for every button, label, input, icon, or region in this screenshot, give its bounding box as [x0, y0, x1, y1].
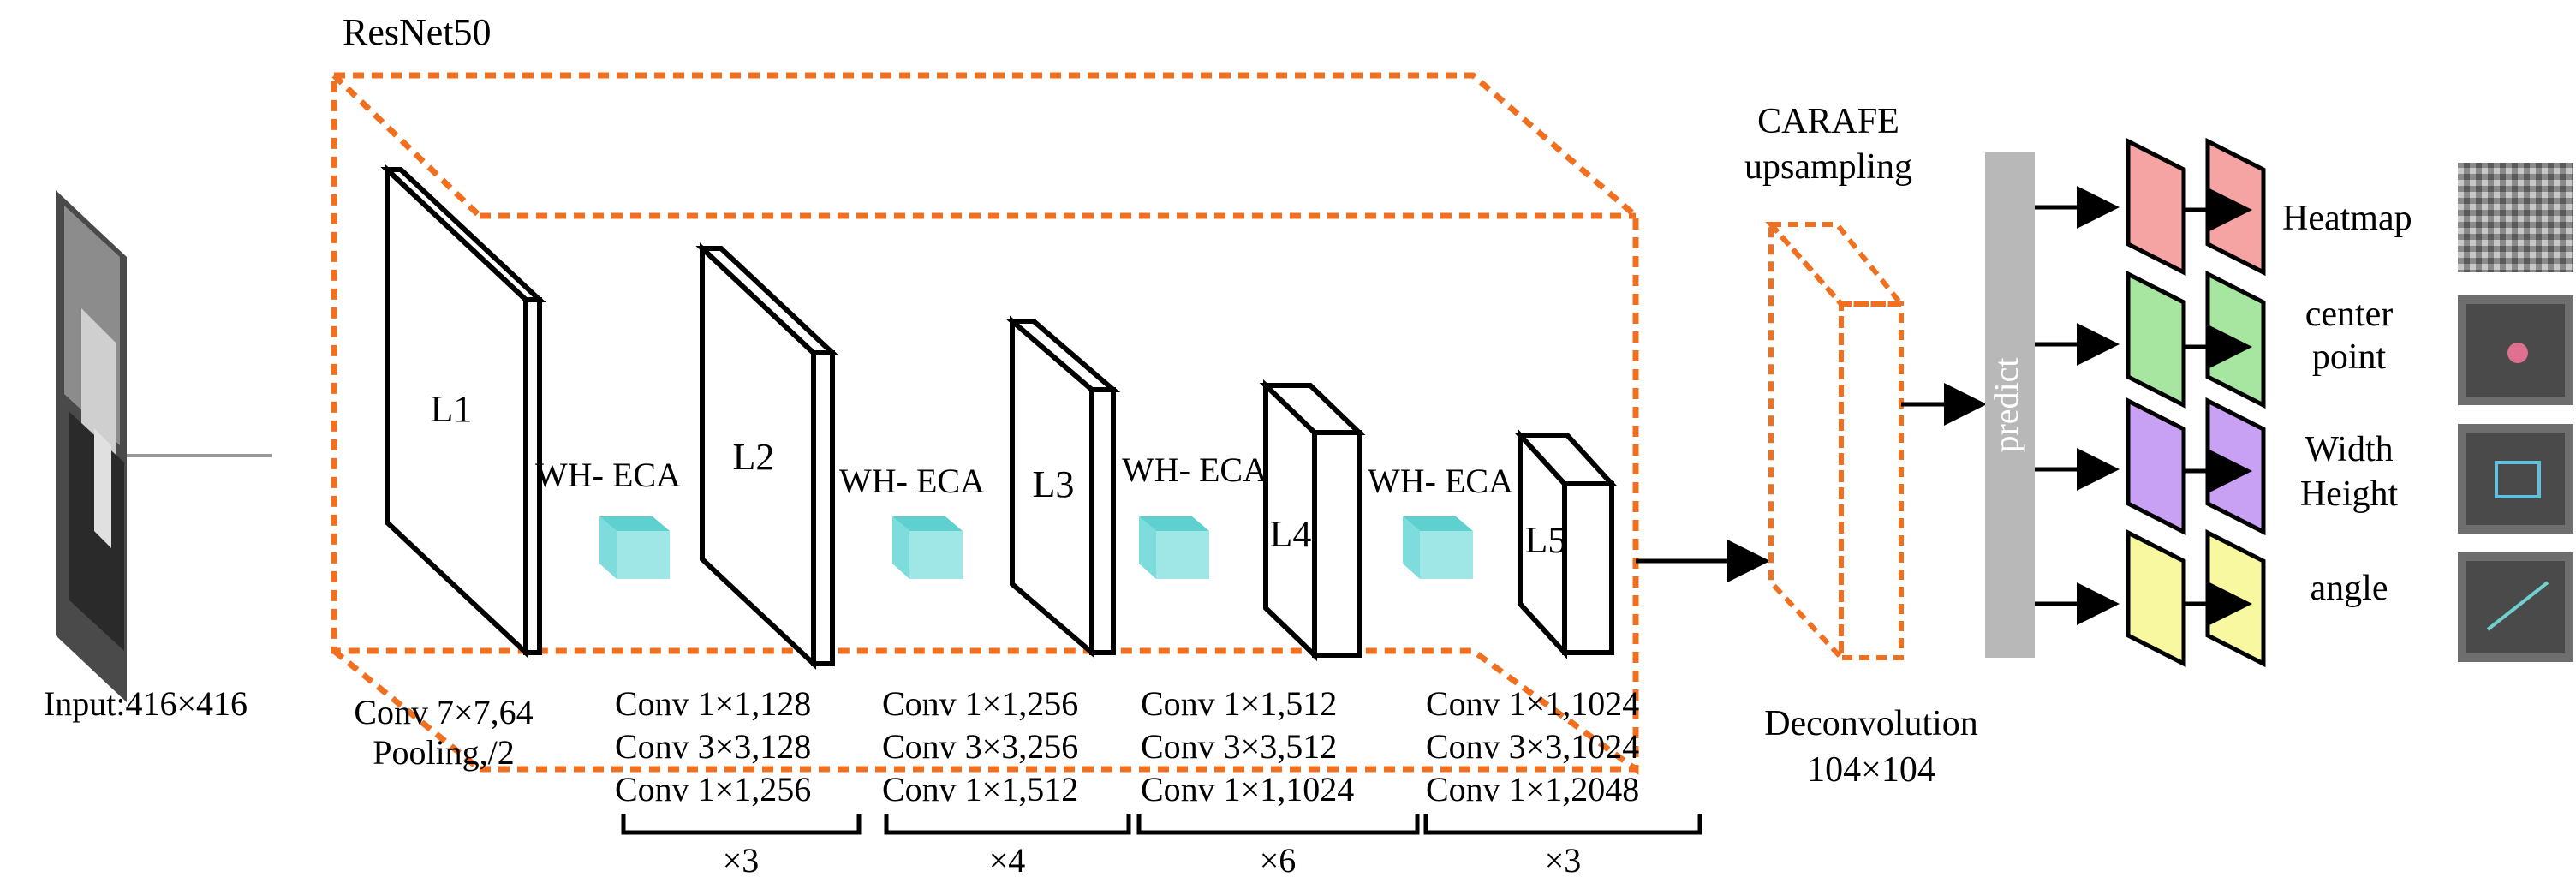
head-center-point-block-1 [2126, 270, 2186, 409]
block-4-line-1: Conv 1×1,1024 [1426, 684, 1639, 723]
eca-cube-4 [1403, 516, 1473, 579]
block-4-line-3: Conv 1×1,2048 [1426, 770, 1639, 808]
predict-label: predict [1987, 357, 2025, 452]
head-center-point: center point [2035, 270, 2573, 409]
repeat-block-2: ×4 [989, 841, 1026, 880]
bracket-block-3 [1136, 814, 1420, 835]
head-angle-block-1 [2126, 528, 2186, 668]
block-2-line-2: Conv 3×3,256 [882, 727, 1078, 766]
bracket-block-1 [621, 814, 862, 835]
layer-label-l1: L1 [431, 388, 473, 430]
block-2-line-3: Conv 1×1,512 [882, 770, 1078, 808]
input-image [56, 190, 272, 702]
layer-slab-l4 [1259, 379, 1366, 662]
layer-slab-l3 [1005, 315, 1121, 659]
deconv-label-2: 104×104 [1807, 750, 1935, 790]
block-3-labels: Conv 1×1,512 Conv 3×3,512 Conv 1×1,1024 [1141, 684, 1354, 808]
attention-label-1: WH- ECA [535, 456, 681, 494]
block-3-line-3: Conv 1×1,1024 [1141, 770, 1354, 808]
eca-cube-1 [599, 516, 670, 579]
block-2-line-1: Conv 1×1,256 [882, 684, 1078, 723]
head-width-height: Width Height [2035, 397, 2573, 536]
head-width-height-block-1 [2126, 397, 2186, 536]
head-heatmap-block-2 [2205, 137, 2266, 277]
block-4-labels: Conv 1×1,1024 Conv 3×3,1024 Conv 1×1,204… [1426, 684, 1639, 808]
layer-label-l2: L2 [733, 436, 775, 478]
head-width-height-label-1: Width [2305, 430, 2393, 469]
block-2-labels: Conv 1×1,256 Conv 3×3,256 Conv 1×1,512 [882, 684, 1078, 808]
head-heatmap-block-1 [2126, 137, 2186, 277]
head-center-point-label-1: center [2305, 295, 2394, 334]
layer-slab-l1 [380, 164, 546, 659]
deconv-label-1: Deconvolution [1764, 704, 1978, 743]
upsampling-dashed-slab [1765, 218, 1907, 665]
eca-cube-3 [1139, 516, 1209, 579]
bracket-block-4 [1423, 814, 1702, 835]
block-1-line-3: Conv 1×1,256 [615, 770, 811, 808]
eca-cube-2 [892, 516, 963, 579]
layer-label-l3: L3 [1033, 463, 1075, 505]
stem-pooling-label: Pooling,/2 [373, 733, 515, 772]
attention-label-2: WH- ECA [839, 462, 985, 500]
layer-label-l5: L5 [1525, 519, 1567, 561]
backbone-title: ResNet50 [343, 11, 492, 53]
repeat-brackets [621, 814, 1702, 835]
repeat-block-1: ×3 [723, 841, 760, 880]
head-heatmap: Heatmap [2035, 137, 2573, 277]
head-angle-block-2 [2205, 528, 2266, 668]
bracket-block-2 [884, 814, 1131, 835]
layer-label-l4: L4 [1270, 513, 1312, 555]
block-3-line-1: Conv 1×1,512 [1141, 684, 1337, 723]
input-size-label: Input:416×416 [44, 684, 247, 723]
head-angle: angle [2035, 528, 2573, 668]
block-4-line-2: Conv 3×3,1024 [1426, 727, 1639, 766]
head-center-point-label-2: point [2312, 337, 2387, 377]
repeat-block-4: ×3 [1545, 841, 1582, 880]
block-3-line-2: Conv 3×3,512 [1141, 727, 1337, 766]
layer-slab-l5 [1514, 428, 1618, 659]
head-width-height-block-2 [2205, 397, 2266, 536]
backbone-dashed-box [331, 72, 1639, 775]
head-heatmap-thumbnail [2458, 163, 2573, 272]
attention-label-4: WH- ECA [1368, 462, 1513, 500]
upsampling-label-1: CARAFE [1757, 102, 1899, 141]
attention-label-3: WH- ECA [1122, 450, 1267, 489]
block-1-labels: Conv 1×1,128 Conv 3×3,128 Conv 1×1,256 [615, 684, 811, 808]
block-1-line-1: Conv 1×1,128 [615, 684, 811, 723]
stem-conv-label: Conv 7×7,64 [354, 693, 533, 731]
block-1-line-2: Conv 3×3,128 [615, 727, 811, 766]
repeat-block-3: ×6 [1260, 841, 1297, 880]
layer-slab-l2 [695, 242, 839, 670]
upsampling-label-2: upsampling [1744, 147, 1912, 187]
head-angle-label: angle [2311, 569, 2388, 608]
head-center-point-block-2 [2205, 270, 2266, 409]
predict-bar [1985, 152, 2035, 658]
head-width-height-label-2: Height [2300, 474, 2399, 514]
head-heatmap-label: Heatmap [2282, 199, 2412, 238]
